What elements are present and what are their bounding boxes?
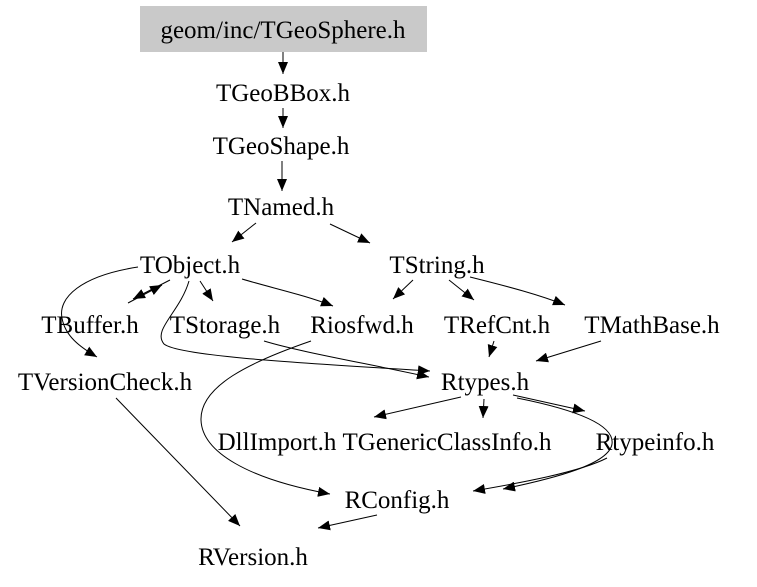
- edge-TString-to-TMathBase: [469, 276, 566, 306]
- edges-layer: [61, 52, 613, 531]
- node-label-TNamed[interactable]: TNamed.h: [228, 194, 335, 221]
- edge-TNamed-to-TString: [329, 223, 371, 244]
- edge-TObject-to-TStorage: [199, 280, 214, 302]
- edge-Rtypeinfo-to-RConfig: [472, 457, 608, 494]
- root-node-box: [140, 6, 427, 52]
- node-label-TBuffer[interactable]: TBuffer.h: [41, 312, 139, 339]
- edge-TBuffer-to-TObject: [127, 284, 163, 304]
- node-label-Rtypeinfo[interactable]: Rtypeinfo.h: [596, 429, 715, 456]
- edge-TRefCnt-to-Rtypes: [487, 340, 498, 358]
- edge-TMathBase-to-Rtypes: [535, 340, 602, 363]
- nodes-layer: geom/inc/TGeoSphere.hTGeoBBox.hTGeoShape…: [18, 6, 720, 571]
- node-label-Riosfwd[interactable]: Riosfwd.h: [310, 312, 414, 339]
- edge-TNamed-to-TObject: [231, 222, 257, 243]
- edge-TString-to-Riosfwd: [392, 279, 414, 300]
- edge-TObject-to-Rtypes: [160, 280, 431, 376]
- edge-TStorage-to-Rtypes: [263, 340, 430, 380]
- edge-Rtypes-to-Rtypeinfo: [512, 394, 586, 414]
- edge-TObject-to-TBuffer: [132, 279, 171, 300]
- edge-Riosfwd-to-RConfig: [200, 340, 331, 497]
- edge-Rtypes-to-RConfig: [502, 397, 613, 492]
- edge-TString-to-TRefCnt: [448, 279, 475, 301]
- node-label-TGenericClassInfo[interactable]: TGenericClassInfo.h: [343, 429, 552, 456]
- edge-RConfig-to-RVersion: [317, 514, 378, 531]
- node-label-TGeoSphere: geom/inc/TGeoSphere.h: [160, 17, 406, 44]
- node-label-DllImport[interactable]: DllImport.h: [218, 429, 337, 456]
- node-label-TGeoShape[interactable]: TGeoShape.h: [213, 133, 350, 160]
- edge-TObject-to-Riosfwd: [241, 278, 334, 307]
- node-label-TString[interactable]: TString.h: [389, 252, 485, 279]
- edge-Rtypes-to-TGenericClassInfo: [478, 398, 489, 419]
- edge-TObject-to-TVersionCheck: [61, 266, 139, 358]
- node-label-TRefCnt[interactable]: TRefCnt.h: [444, 312, 551, 339]
- node-label-TVersionCheck[interactable]: TVersionCheck.h: [18, 369, 193, 396]
- node-label-RConfig[interactable]: RConfig.h: [345, 487, 450, 514]
- node-label-TGeoBBox[interactable]: TGeoBBox.h: [216, 80, 351, 107]
- edge-Rtypes-to-DllImport: [373, 396, 462, 420]
- edge-TVersionCheck-to-RVersion: [115, 397, 241, 527]
- node-label-Rtypes[interactable]: Rtypes.h: [441, 369, 530, 396]
- node-label-TObject[interactable]: TObject.h: [140, 252, 241, 279]
- node-label-RVersion[interactable]: RVersion.h: [198, 544, 308, 571]
- node-label-TStorage[interactable]: TStorage.h: [170, 312, 281, 339]
- node-label-TMathBase[interactable]: TMathBase.h: [584, 312, 720, 339]
